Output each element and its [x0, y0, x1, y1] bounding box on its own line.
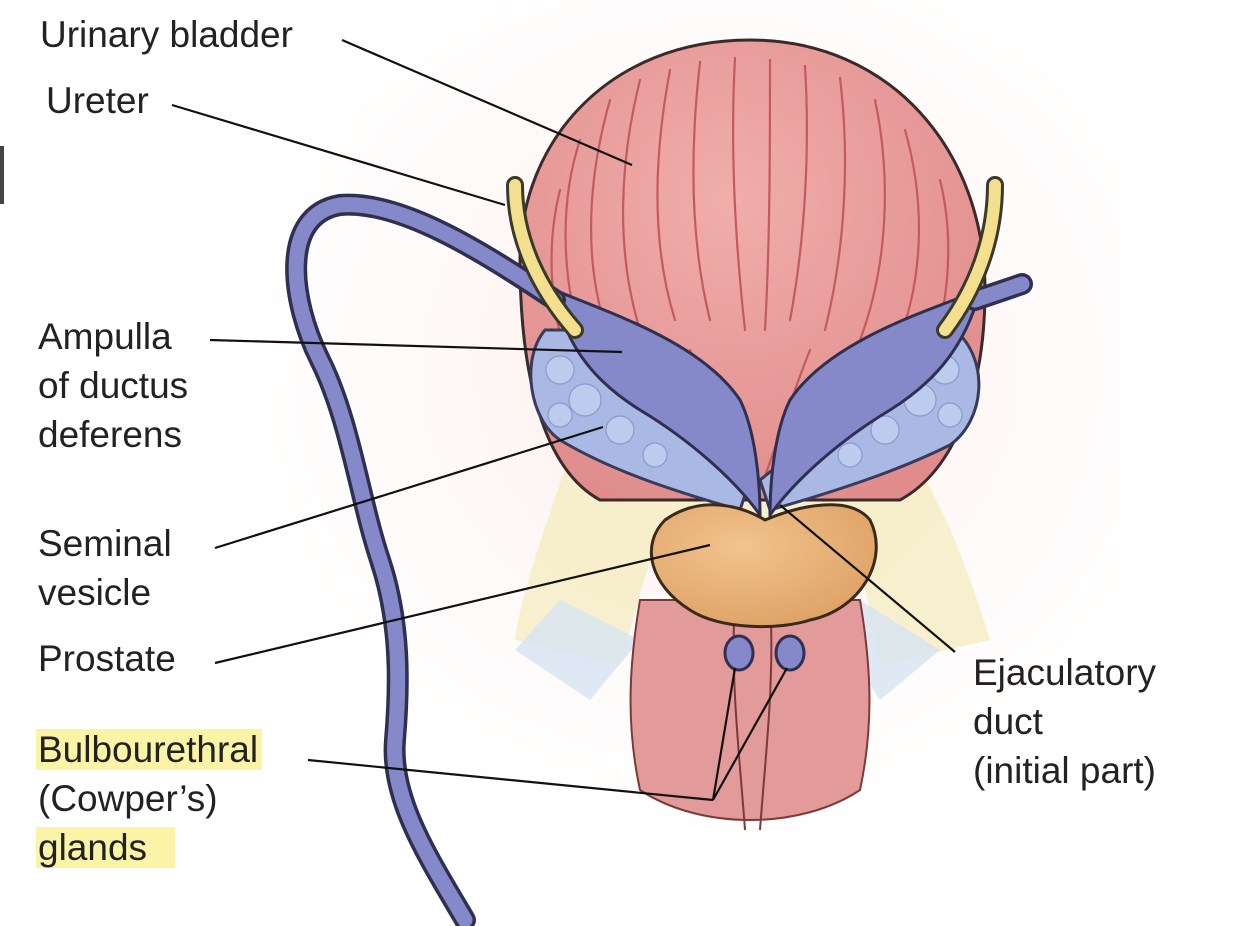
- leader-ureter: [171, 103, 506, 207]
- prostate: [649, 503, 878, 629]
- leader-lines: [171, 38, 956, 802]
- leader-urinary-bladder: [341, 38, 633, 167]
- bulbourethral-gland-left: [723, 634, 755, 672]
- bulbourethral-gland-right: [774, 634, 806, 672]
- vesicle-lobules: [545, 355, 963, 468]
- leader-ejaculatory: [779, 504, 956, 653]
- urethra-line: [732, 599, 746, 831]
- urethra-region: [629, 599, 871, 821]
- label-line: of ductus: [38, 365, 189, 406]
- label-ureter: Ureter: [46, 80, 149, 121]
- label-ejaculatory-duct: Ejaculatory duct (initial part): [973, 648, 1156, 795]
- ureter-left-fill: [509, 179, 581, 336]
- urethra-line: [759, 599, 773, 831]
- label-line: Bulbourethral: [36, 725, 263, 774]
- label-line: vesicle: [38, 572, 152, 613]
- label-line: Seminal: [38, 523, 172, 564]
- label-line: glands: [36, 823, 262, 872]
- pale-blue-tissue-left: [515, 600, 640, 700]
- highlight: glands: [36, 827, 176, 868]
- leader-bulbourethral-left-gland: [711, 667, 737, 801]
- highlight: Bulbourethral: [36, 729, 263, 770]
- label-urinary-bladder: Urinary bladder: [40, 14, 293, 55]
- ureter-right-fill: [939, 179, 1001, 336]
- leader-ampulla: [209, 338, 623, 354]
- label-seminal-vesicle: Seminal vesicle: [38, 519, 172, 617]
- leader-bulbourethral-right-gland: [712, 667, 788, 801]
- label-line: Ejaculatory: [973, 652, 1157, 693]
- leader-bulbourethral: [307, 758, 714, 802]
- label-line: (Cowper’s): [38, 778, 218, 819]
- ductus-deferens-left-fill: [288, 197, 563, 926]
- leader-prostate: [214, 543, 711, 665]
- ampulla-left: [553, 287, 762, 520]
- label-bulbourethral: Bulbourethral (Cowper’s) glands: [36, 725, 263, 872]
- label-line: Ampulla: [38, 316, 172, 357]
- label-line: duct: [973, 701, 1043, 742]
- label-line: deferens: [38, 414, 182, 455]
- ductus-deferens-right-fill: [967, 276, 1030, 308]
- label-ampulla: Ampulla of ductus deferens: [38, 312, 188, 459]
- label-prostate: Prostate: [38, 638, 176, 679]
- ampulla-right: [768, 287, 983, 520]
- left-edge-mark: [0, 146, 4, 204]
- label-line: (initial part): [973, 750, 1156, 791]
- leader-seminal-vesicle: [214, 425, 604, 550]
